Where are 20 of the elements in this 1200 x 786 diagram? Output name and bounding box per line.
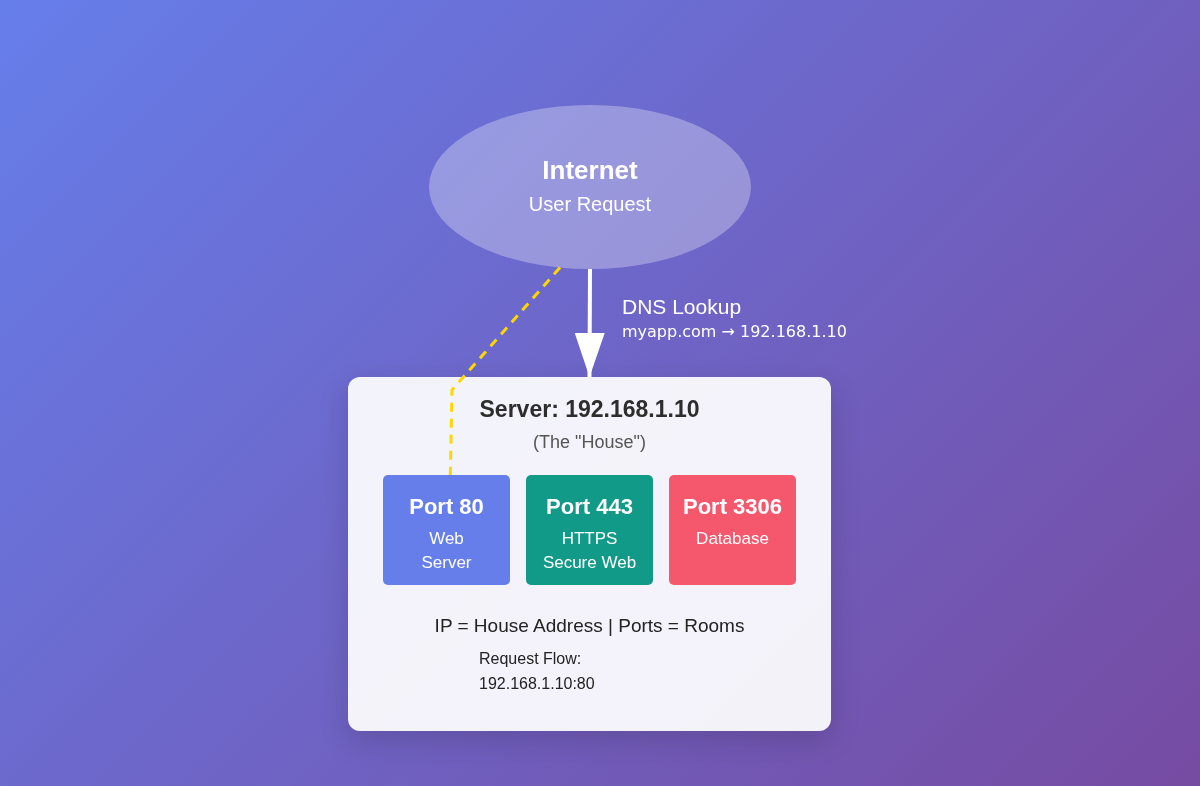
edge-note: myapp.com → 192.168.1.10 xyxy=(622,322,847,342)
arrow xyxy=(574,269,605,377)
port-description: Web Server xyxy=(420,528,473,574)
panel-note: IP = House Address | Ports = Rooms xyxy=(434,615,745,638)
request-flow-text: Request Flow: 192.168.1.10:80 xyxy=(479,649,596,694)
port-box xyxy=(383,475,510,585)
dashed-connector xyxy=(448,266,562,476)
port-title: Port 3306 xyxy=(682,494,783,521)
port-description: HTTPS Secure Web xyxy=(541,528,638,574)
port-box xyxy=(669,475,796,585)
port-description: Database xyxy=(695,528,770,550)
panel-subtitle: (The "House") xyxy=(533,432,646,454)
panel-heading: Server: 192.168.1.10 xyxy=(479,396,700,424)
server-panel xyxy=(348,377,831,731)
port-title: Port 80 xyxy=(409,494,484,521)
node-subtitle: User Request xyxy=(528,192,652,216)
edge-label: DNS Lookup xyxy=(622,294,742,320)
port-box xyxy=(526,475,653,585)
node-title: Internet xyxy=(542,155,638,187)
port-title: Port 443 xyxy=(546,494,633,521)
